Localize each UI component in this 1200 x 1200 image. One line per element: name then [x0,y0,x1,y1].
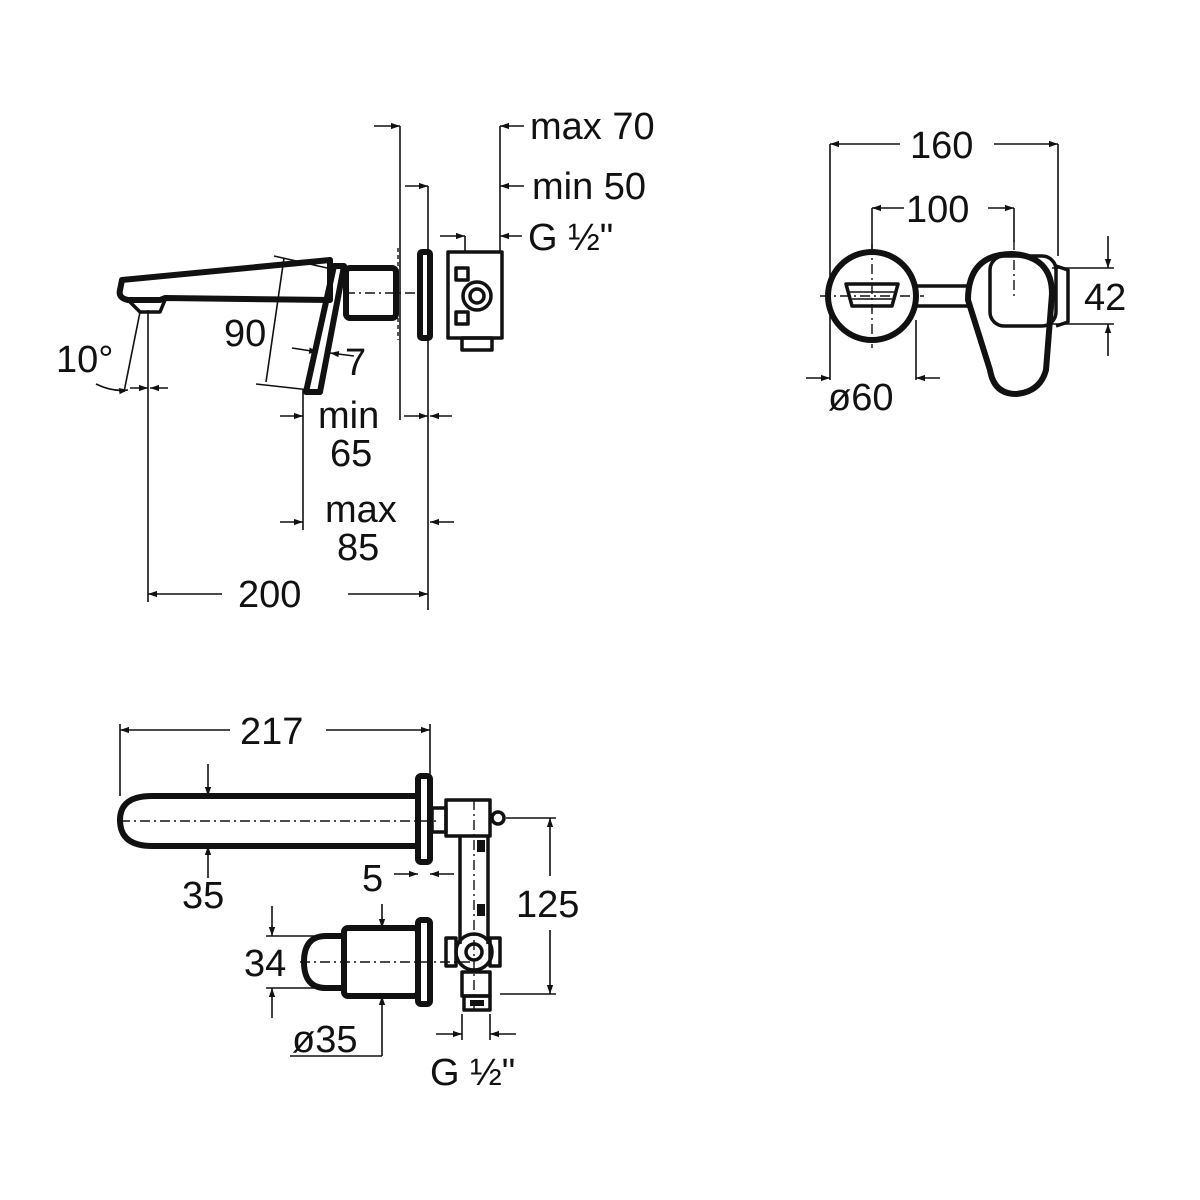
front-view: 160 100 42 ø60 [806,125,1126,419]
dim-min-50: min 50 [532,166,646,208]
dim-max-value: 85 [337,527,379,569]
dim-front-width: 160 [910,125,973,167]
dim-seven: 7 [345,342,366,384]
dim-front-spacing: 100 [906,189,969,231]
dim-top-gap: 5 [362,858,383,900]
dim-front-height: 42 [1084,277,1126,319]
dim-spout-length: 200 [238,574,301,616]
top-view: 217 35 5 125 34 ø35 G ½" [117,711,579,1094]
dim-top-depth: 125 [516,884,579,926]
top-spout [117,793,421,849]
dim-top-body-diameter: ø35 [292,1019,357,1061]
front-spout-outlet [844,282,900,308]
dim-max-70: max 70 [530,106,655,148]
side-lever [303,263,347,395]
dim-min-label: min [318,395,379,437]
front-lever [965,251,1055,397]
dim-max-label: max [325,489,397,531]
dim-top-length: 217 [240,711,303,753]
dim-top-body-height: 34 [244,943,286,985]
dim-front-diameter: ø60 [828,377,893,419]
side-spout [116,257,333,303]
side-view: max 70 min 50 G ½" 10° 90 7 min 65 [56,106,655,616]
dim-thread-side: G ½" [528,217,613,259]
dim-top-thread: G ½" [430,1052,515,1094]
dim-lever: 90 [224,313,266,355]
top-mixer-flange [415,917,433,1007]
dim-angle: 10° [56,339,113,381]
dim-top-spout-thick: 35 [182,875,224,917]
side-spout-tip [126,298,167,314]
top-valve-upper [444,798,492,838]
dim-min-value: 65 [330,433,372,475]
side-flange [417,249,433,341]
top-spout-flange [415,773,433,865]
